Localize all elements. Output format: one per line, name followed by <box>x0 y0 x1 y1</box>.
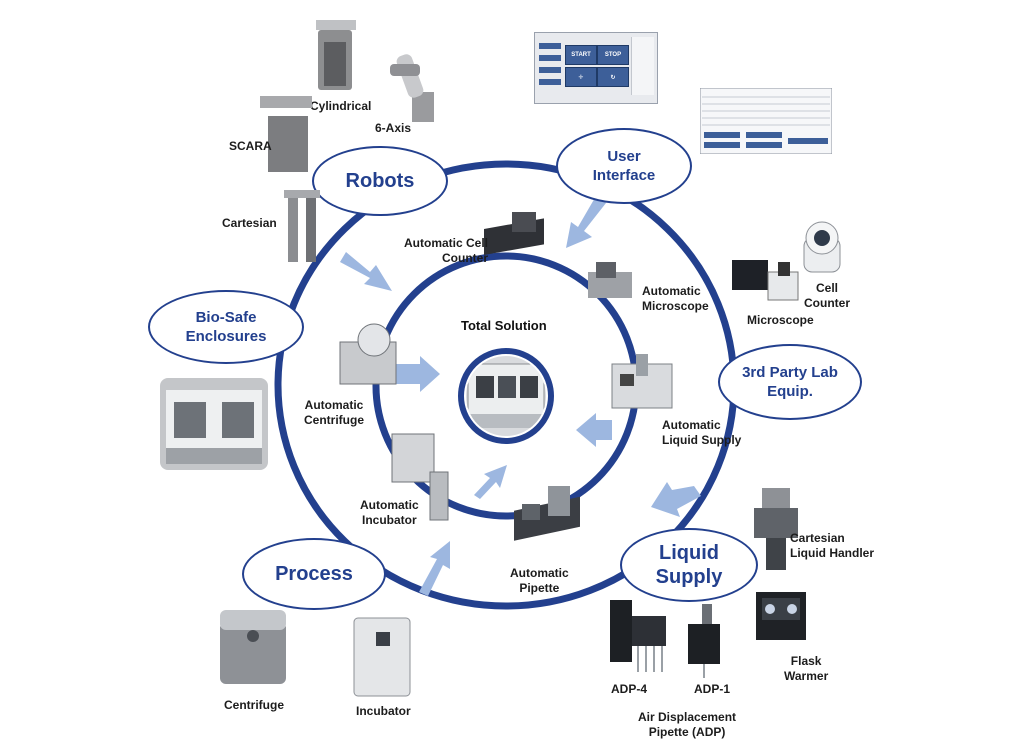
label-cartesian: Cartesian <box>222 216 277 230</box>
label-adp-4: ADP-4 <box>611 682 648 696</box>
ui-panel-screenshot: START STOP ✛ ↻ <box>534 32 658 104</box>
label-cylindrical: Cylindrical <box>310 99 372 113</box>
label-air-displacement-pipette: Air Displacement Pipette (ADP) <box>638 710 737 739</box>
label-automatic-incubator: Automatic Incubator <box>360 498 419 527</box>
cylindrical-robot-image <box>316 20 356 90</box>
incubator-image <box>353 617 411 697</box>
ui-stop-button: STOP <box>597 45 629 65</box>
hub-robots-label: Robots <box>345 170 415 192</box>
scara-robot-image <box>260 96 312 172</box>
automatic-centrifuge-image <box>339 323 397 385</box>
arrow-robots <box>340 252 392 291</box>
arrow-centrifuge <box>396 356 440 392</box>
center-title: Total Solution <box>461 318 547 333</box>
adp1-image <box>688 604 720 678</box>
bio-safe-enclosure-image <box>160 378 268 470</box>
cartesian-robot-image <box>284 190 320 262</box>
label-automatic-microscope: Automatic Microscope <box>642 284 709 313</box>
hub-process[interactable]: Process <box>242 538 386 610</box>
label-adp-1: ADP-1 <box>694 682 731 696</box>
automatic-cell-counter-image <box>484 212 544 255</box>
hub-liquid-supply-label: Liquid Supply <box>655 542 723 588</box>
total-solution-image <box>466 356 546 436</box>
label-cartesian-liquid-handler: Cartesian Liquid Handler <box>790 531 874 560</box>
hub-bio-safe-enclosures[interactable]: Bio-Safe Enclosures <box>148 290 304 364</box>
centrifuge-image <box>220 610 286 684</box>
ui-table-screenshot <box>700 88 832 154</box>
automatic-incubator-image <box>391 433 449 521</box>
automatic-pipette-image <box>514 486 580 541</box>
label-flask-warmer: Flask Warmer <box>784 654 829 683</box>
label-automatic-cell-counter: Automatic Cell Counter <box>404 236 489 265</box>
hub-liquid-supply[interactable]: Liquid Supply <box>620 528 758 602</box>
arrow-incubator <box>474 465 507 499</box>
adp4-image <box>610 600 666 672</box>
ui-start-button: START <box>565 45 597 65</box>
label-automatic-centrifuge: Automatic Centrifuge <box>304 398 364 427</box>
label-incubator: Incubator <box>356 704 411 718</box>
cartesian-liquid-handler-image <box>754 488 798 570</box>
label-centrifuge: Centrifuge <box>224 698 284 712</box>
hub-user-interface[interactable]: User Interface <box>556 128 692 204</box>
label-microscope: Microscope <box>747 313 814 327</box>
hub-process-label: Process <box>275 563 353 585</box>
automatic-liquid-supply-image <box>611 354 673 409</box>
cell-counter-image <box>803 221 841 273</box>
six-axis-robot-image <box>390 54 434 122</box>
label-automatic-liquid-supply: Automatic Liquid Supply <box>662 418 742 447</box>
arrow-liquid-supply-outer <box>651 482 701 517</box>
label-scara: SCARA <box>229 139 272 153</box>
arrow-liquid-supply-inner <box>576 413 612 447</box>
hub-user-interface-label: User Interface <box>592 148 656 184</box>
label-automatic-pipette: Automatic Pipette <box>510 566 569 595</box>
arrow-process <box>419 541 450 596</box>
automatic-microscope-image <box>588 262 632 298</box>
hub-bio-safe-label: Bio-Safe Enclosures <box>185 309 267 345</box>
label-cell-counter: Cell Counter <box>804 281 850 310</box>
hub-robots[interactable]: Robots <box>312 146 448 216</box>
center-ring <box>458 348 554 444</box>
label-6-axis: 6-Axis <box>375 121 412 135</box>
arrow-ui <box>566 196 606 248</box>
hub-third-party-label: 3rd Party Lab Equip. <box>742 364 838 400</box>
microscope-image <box>732 260 799 301</box>
hub-third-party-lab-equip[interactable]: 3rd Party Lab Equip. <box>718 344 862 420</box>
flask-warmer-image <box>756 592 806 640</box>
arrows <box>340 196 701 596</box>
